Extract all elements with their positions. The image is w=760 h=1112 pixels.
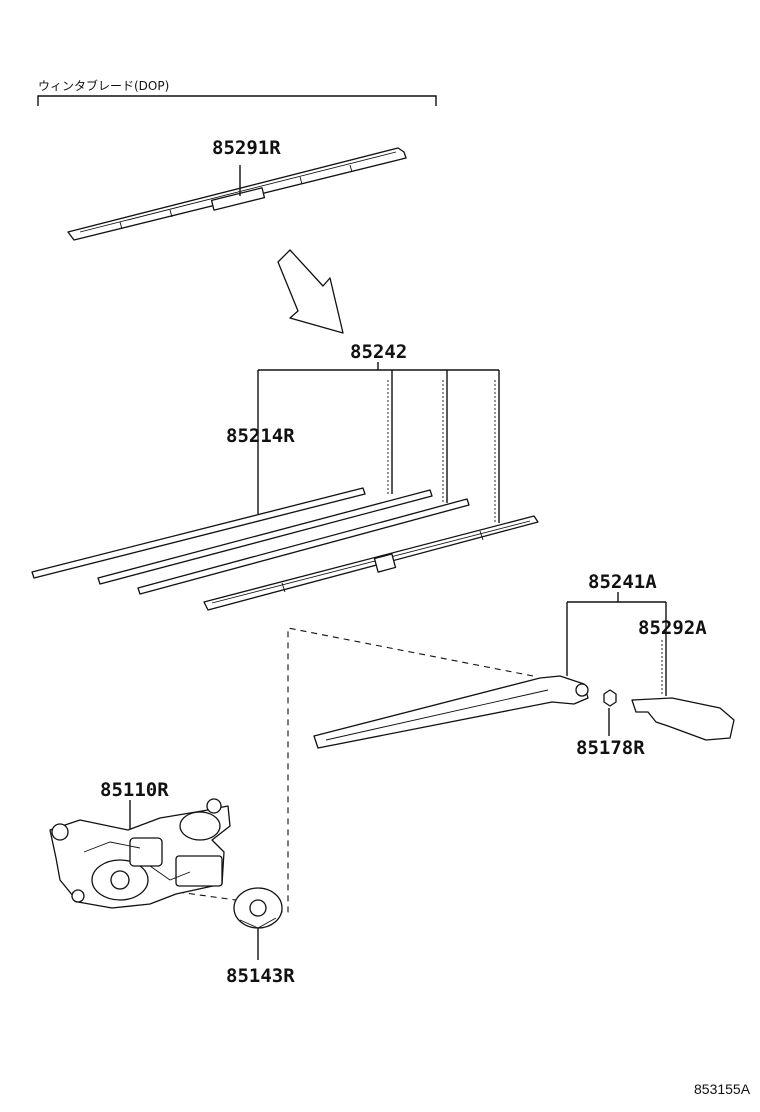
bracket-85242 [257,362,500,523]
backing-plate-2[interactable] [137,498,470,595]
arrow-icon [277,249,344,334]
arm-cover[interactable] [631,697,735,741]
wiper-motor[interactable] [49,798,231,909]
bracket-85241a [566,592,667,696]
label-85291r[interactable]: 85291R [212,137,281,159]
alignment-line-1 [270,627,534,913]
nut[interactable] [603,689,617,707]
label-85242[interactable]: 85242 [350,341,407,363]
label-85292a[interactable]: 85292A [638,617,707,639]
blade-frame[interactable] [203,515,539,611]
wiper-rubber[interactable] [31,487,366,579]
pivot-seal[interactable] [233,887,283,929]
wiper-arm[interactable] [313,675,589,749]
label-85110r[interactable]: 85110R [100,779,169,801]
label-85241a[interactable]: 85241A [588,571,657,593]
label-85214r[interactable]: 85214R [226,425,295,447]
label-85143r[interactable]: 85143R [226,965,295,987]
dop-note: ウィンタブレード(DOP) [38,78,169,93]
diagram-code: 853155A [694,1081,751,1097]
label-85178r[interactable]: 85178R [576,737,645,759]
backing-plate-1[interactable] [97,489,433,585]
blade-dop-85291r[interactable] [67,147,407,241]
dop-bracket: ウィンタブレード(DOP) [37,78,437,106]
